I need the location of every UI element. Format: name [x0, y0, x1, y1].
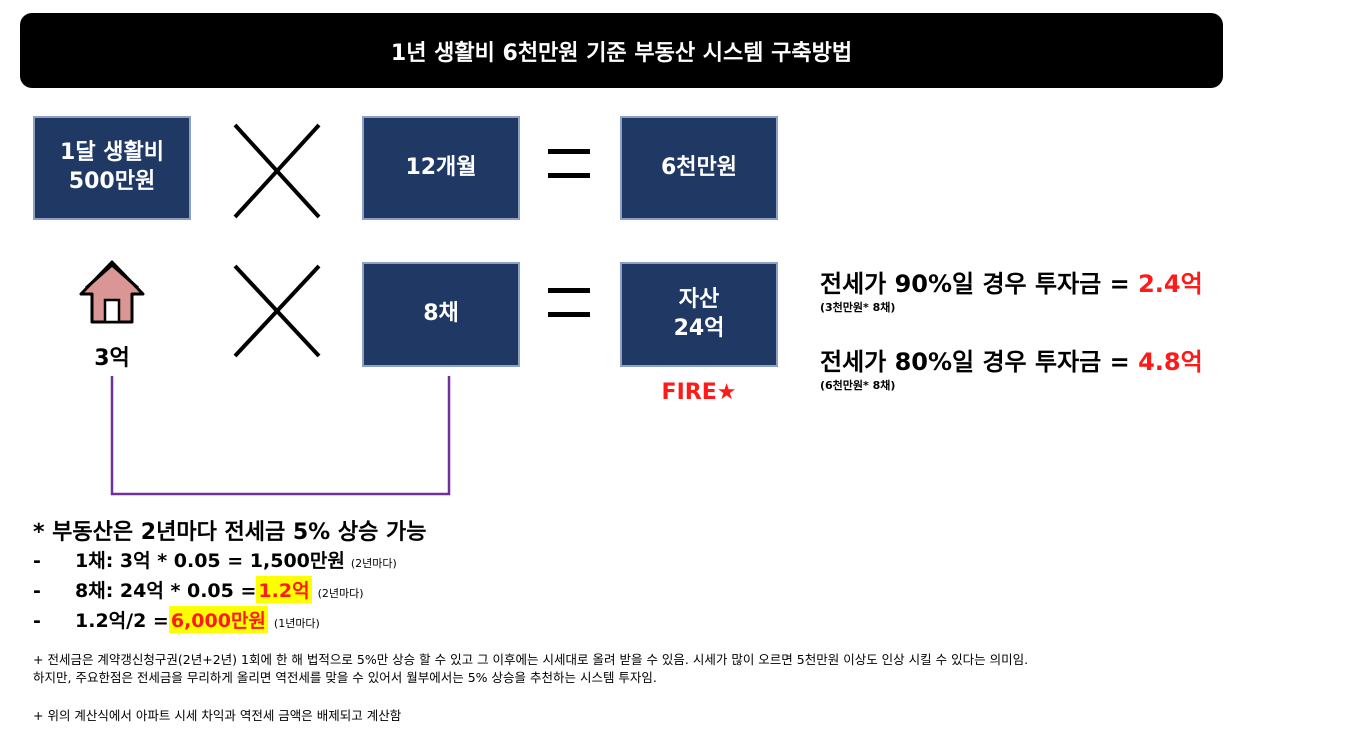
box-monthly-cost-line2: 500만원 [68, 169, 156, 194]
calc-value: 4.8억 [1138, 348, 1203, 376]
list-note: (2년마다) [350, 557, 397, 570]
footnote-block: + 전세금은 계약갱신청구권(2년+2년) 1회에 한 해 법적으로 5%만 상… [33, 651, 1028, 687]
box-months: 12개월 [362, 116, 520, 220]
box-assets: 자산 24억 [620, 262, 778, 367]
page-title: 1년 생활비 6천만원 기준 부동산 시스템 구축방법 [390, 40, 853, 66]
list-note: (2년마다) [317, 587, 364, 600]
house-price-label: 3억 [94, 346, 130, 371]
list-dash: - [33, 610, 41, 632]
multiply-icon [233, 264, 321, 358]
calc-sub: (6천만원* 8채) [820, 379, 896, 392]
box-assets-line2: 24억 [673, 315, 725, 341]
list-text: 1.2억/2 = [75, 610, 169, 632]
calc-sub: (3천만원* 8채) [820, 301, 896, 314]
list-dash: - [33, 550, 41, 572]
equals-icon [548, 288, 590, 317]
calc-item: 전세가 90%일 경우 투자금 = 2.4억 (3천만원* 8채) [820, 264, 1203, 315]
house-icon [79, 260, 145, 324]
calc-value: 2.4억 [1138, 270, 1203, 298]
box-units: 8채 [362, 262, 520, 367]
box-units-label: 8채 [423, 301, 459, 327]
box-annual-cost-label: 6천만원 [660, 154, 738, 180]
equals-icon [548, 149, 590, 178]
list-item: - 1채: 3억 * 0.05 = 1,500만원 (2년마다) [33, 546, 397, 573]
title-bar: 1년 생활비 6천만원 기준 부동산 시스템 구축방법 [20, 13, 1223, 88]
list-item: - 1.2억/2 = 6,000만원 (1년마다) [33, 606, 397, 633]
highlight-value: 1.2억 [256, 576, 312, 603]
notes-list: - 1채: 3억 * 0.05 = 1,500만원 (2년마다) - 8채: 2… [33, 546, 397, 633]
box-assets-line1: 자산 [678, 286, 720, 312]
bracket-connector [110, 376, 451, 496]
list-note: (1년마다) [273, 617, 320, 630]
calc-item: 전세가 80%일 경우 투자금 = 4.8억 (6천만원* 8채) [820, 342, 1203, 393]
list-text: 1채: 3억 * 0.05 = 1,500만원 [75, 550, 345, 572]
box-annual-cost: 6천만원 [620, 116, 778, 220]
box-monthly-cost-line1: 1달 생활비 [60, 140, 164, 166]
fire-label: FIRE★ [661, 380, 737, 405]
footnote-line: + 위의 계산식에서 아파트 시세 차익과 역전세 금액은 배제되고 계산함 [33, 708, 402, 723]
notes-heading: * 부동산은 2년마다 전세금 5% 상승 가능 [33, 520, 427, 545]
footnote-line: + 전세금은 계약갱신청구권(2년+2년) 1회에 한 해 법적으로 5%만 상… [33, 652, 1029, 667]
list-item: - 8채: 24억 * 0.05 = 1.2억 (2년마다) [33, 576, 397, 603]
list-dash: - [33, 580, 41, 602]
calc-line: 전세가 80%일 경우 투자금 = 4.8억 [820, 342, 1203, 377]
box-monthly-cost: 1달 생활비 500만원 [33, 116, 191, 220]
highlight-value: 6,000만원 [168, 606, 268, 633]
calc-line: 전세가 90%일 경우 투자금 = 2.4억 [820, 264, 1203, 299]
list-text: 8채: 24억 * 0.05 = [75, 580, 257, 602]
calc-text: 전세가 90%일 경우 투자금 = [820, 270, 1139, 298]
footnote-line: 하지만, 주요한점은 전세금을 무리하게 올리면 역전세를 맞을 수 있어서 월… [33, 670, 657, 686]
calc-text: 전세가 80%일 경우 투자금 = [820, 348, 1139, 376]
multiply-icon [233, 123, 321, 219]
box-months-label: 12개월 [405, 154, 477, 180]
